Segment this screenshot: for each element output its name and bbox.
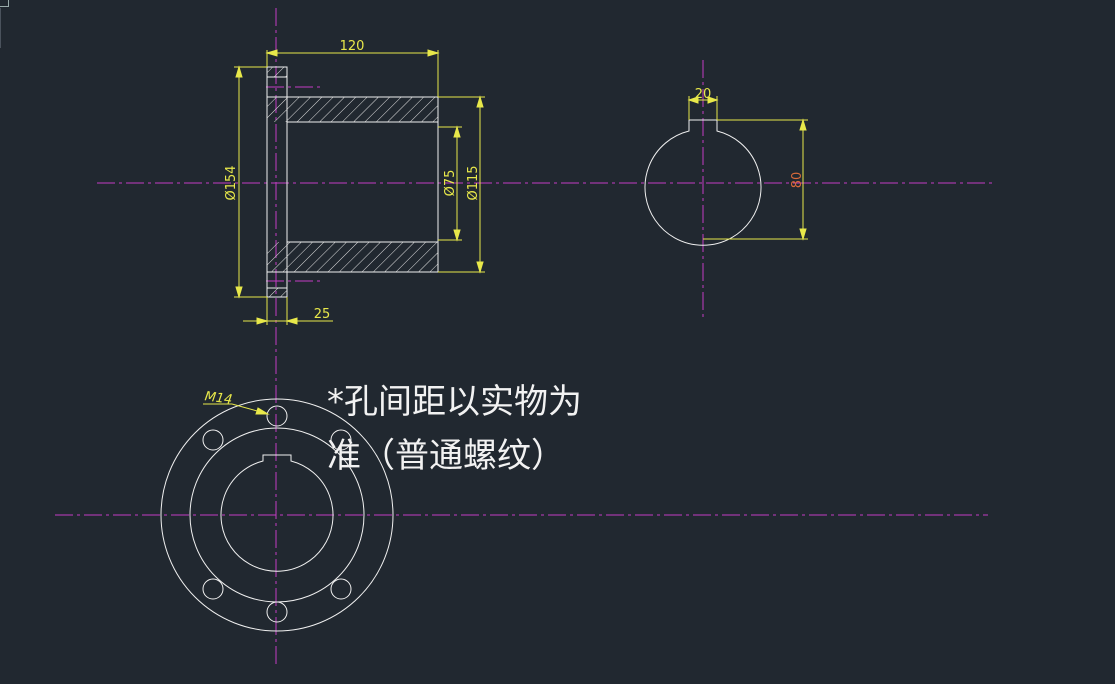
center-lines — [55, 8, 995, 665]
arrow-80-bottom — [799, 228, 807, 241]
flange-front-view — [160, 398, 394, 632]
dim-text-120: 120 — [340, 39, 365, 54]
viewport-corner-marker — [0, 0, 9, 7]
bolt-hole-section — [267, 76, 287, 289]
hatch-body-bottom — [267, 242, 438, 272]
dim-text-key-width: 20 — [695, 87, 712, 102]
arrow-154-top — [235, 65, 243, 78]
hatch-body-top — [267, 97, 438, 122]
dim-text-flange-dia: Ø154 — [224, 165, 239, 200]
thread-leader — [203, 403, 270, 415]
arrow-25-right — [285, 317, 298, 325]
dim-text-key-height: 80 — [790, 172, 805, 189]
hatch-flange-top — [267, 67, 287, 77]
section-hatching — [267, 67, 438, 297]
arrow-115-top — [476, 95, 484, 108]
bolt-hole-5 — [202, 578, 224, 600]
dim-text-outer-dia: Ø115 — [466, 165, 481, 200]
section-dimension-lines — [234, 49, 485, 325]
arrow-115-bottom — [476, 261, 484, 274]
arrow-75-bottom — [453, 229, 461, 242]
arrow-120-right — [427, 49, 440, 57]
dim-text-bore-dia: Ø75 — [443, 170, 458, 197]
arrow-154-bottom — [235, 286, 243, 299]
hatch-flange-bottom — [267, 288, 287, 297]
keyed-shaft-profile — [644, 119, 762, 246]
bolt-hole-2 — [330, 429, 352, 451]
viewport-edge-line — [0, 8, 1, 48]
arrow-25-left — [256, 317, 269, 325]
flange-outer-circle — [160, 398, 394, 632]
arrow-20-left — [687, 96, 699, 104]
arrow-80-top — [799, 118, 807, 131]
bolt-hole-3 — [330, 578, 352, 600]
dim-text-flange-thickness: 25 — [314, 307, 331, 322]
bolt-hole-6 — [202, 429, 224, 451]
arrow-20-right — [707, 96, 719, 104]
keyed-bore-profile — [220, 454, 334, 572]
arrow-120-left — [265, 49, 278, 57]
thread-label: M14 — [204, 389, 234, 408]
shaft-dimension-lines — [687, 96, 808, 241]
arrow-75-top — [453, 125, 461, 138]
note-line-1: *孔间距以实物为 — [327, 382, 582, 422]
bolt-hole-4 — [266, 601, 288, 623]
bolt-hole-1 — [266, 405, 288, 427]
thread-leader-arrow — [255, 407, 270, 415]
note-line-2: 准（普通螺纹） — [327, 436, 565, 476]
